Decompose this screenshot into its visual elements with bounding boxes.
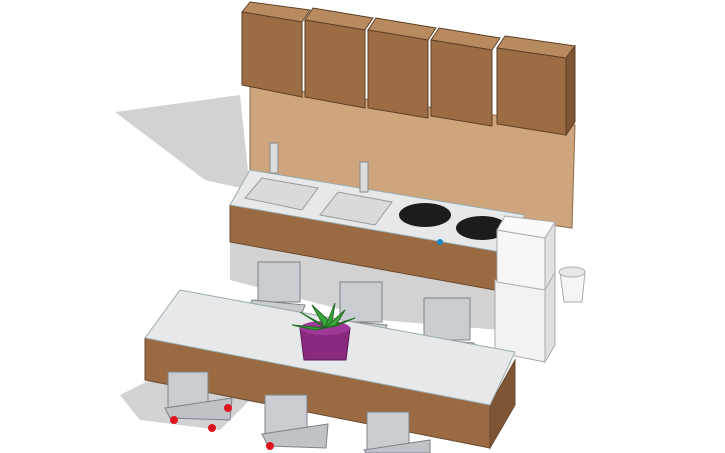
cooktop	[399, 203, 508, 245]
burner	[399, 203, 451, 227]
chair	[261, 394, 329, 450]
upper-cabinets	[241, 1, 576, 137]
plant	[291, 302, 356, 361]
knob	[437, 239, 443, 245]
burner	[456, 216, 508, 240]
upper-cabinet	[430, 27, 501, 127]
sink-left	[244, 142, 319, 211]
upper-cabinet	[367, 17, 437, 119]
cube-stack	[494, 215, 556, 364]
upper-cabinet	[241, 1, 311, 98]
faucet	[269, 142, 279, 174]
faucet	[359, 161, 369, 193]
sink-right	[319, 161, 393, 226]
front-chairs	[164, 371, 431, 453]
trash-bin	[558, 266, 586, 303]
upper-cabinet	[496, 35, 576, 137]
upper-cabinet	[304, 7, 374, 109]
chair	[363, 411, 431, 453]
chair	[164, 371, 233, 432]
